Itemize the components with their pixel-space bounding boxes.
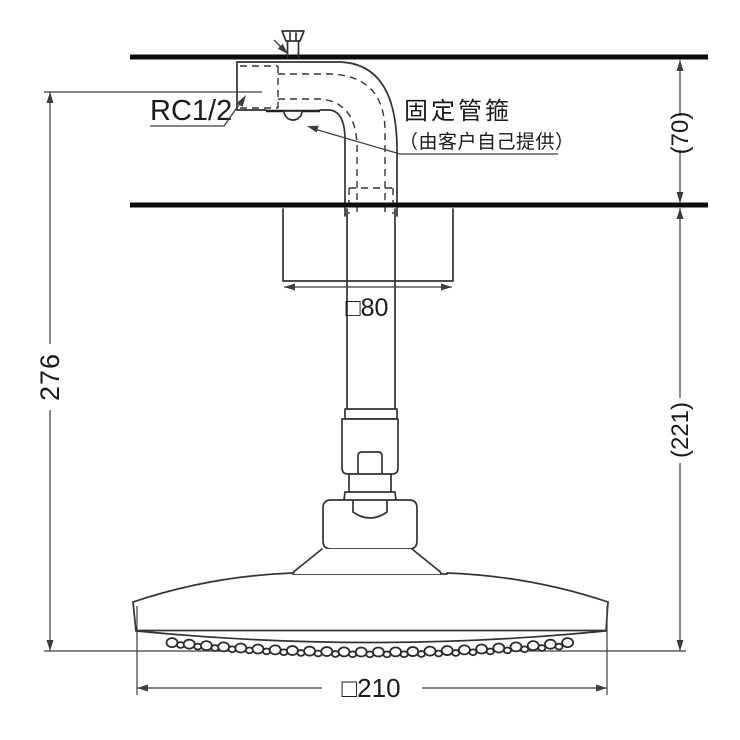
nozzle (492, 642, 506, 654)
nozzle (320, 646, 334, 657)
supply-stem (286, 32, 300, 58)
arm-collar (344, 408, 398, 420)
nozzle (268, 644, 282, 656)
dim-label-210: □210 (341, 673, 400, 703)
clamp-note-line2: （由客户自己提供） (399, 131, 575, 153)
nozzle (354, 646, 368, 658)
nozzle (285, 645, 299, 656)
outlet-thread-hidden-lines (348, 187, 394, 214)
nozzle (509, 641, 523, 653)
nozzle (337, 646, 351, 658)
nozzle (440, 645, 454, 656)
pipe-inner-edge-b (319, 109, 346, 217)
nozzle (199, 640, 213, 651)
coupling-nipple (357, 451, 383, 474)
dim-label-70: (70) (667, 112, 694, 155)
nozzle (423, 645, 437, 657)
nozzle (526, 640, 540, 652)
nozzle (520, 645, 530, 654)
shower-arm (322, 208, 418, 550)
head-face-curve (136, 630, 606, 644)
supply-arrow-icon (277, 43, 288, 54)
nozzle (406, 646, 420, 657)
water-supply-symbol (273, 30, 305, 58)
bore-hidden-line-upper (278, 73, 386, 214)
dim-label-80: □80 (346, 294, 389, 322)
nozzle (251, 643, 265, 655)
thread-size-callout: RC1/2 (150, 95, 246, 127)
inlet-thread-hidden-lines (240, 65, 279, 109)
nozzle (502, 646, 512, 655)
clamp-note-line1: 固定管箍 (404, 98, 512, 125)
neck-flare (343, 491, 397, 501)
thread-size-label: RC1/2 (150, 95, 232, 127)
supply-cap (281, 30, 305, 42)
nozzle (234, 642, 248, 654)
arm-pipe (346, 208, 396, 410)
arm-coupling-nut (341, 418, 399, 475)
dim-total-height: 276 (35, 91, 262, 651)
dim-label-221: (221) (667, 402, 694, 458)
pipe-clamp (266, 109, 320, 121)
nozzle (554, 642, 564, 651)
pipe-clamp-callout: 固定管箍 （由客户自己提供） (307, 98, 575, 155)
dim-drop-height: (221) (667, 208, 694, 651)
nozzle (537, 644, 547, 652)
supply-elbow-pipe (236, 61, 398, 217)
clamp-body (283, 110, 303, 121)
dim-label-276: 276 (35, 353, 65, 401)
nozzle (485, 647, 495, 656)
nozzle (457, 644, 471, 656)
nozzle (544, 638, 557, 650)
pipe-outer-edge (236, 61, 398, 217)
nozzle (303, 645, 317, 657)
ball-joint-nut (352, 500, 388, 519)
nozzle (165, 637, 179, 649)
dim-escutcheon: □80 (284, 283, 452, 322)
nozzle (561, 637, 574, 649)
nozzle-row (165, 637, 574, 659)
nozzle (371, 646, 385, 658)
bore-hidden-line-lower (278, 98, 358, 214)
arm-neck (348, 473, 392, 493)
dim-ceiling-space: (70) (667, 60, 694, 203)
nozzle (182, 638, 196, 650)
nozzle (389, 646, 403, 658)
dim-head-width: □210 (136, 606, 608, 703)
nozzle (475, 643, 489, 655)
escutcheon-plate (282, 208, 454, 282)
shower-head (132, 548, 609, 659)
head-top-profile (132, 572, 609, 603)
nozzle (217, 641, 231, 653)
ball-joint-housing (322, 499, 418, 550)
